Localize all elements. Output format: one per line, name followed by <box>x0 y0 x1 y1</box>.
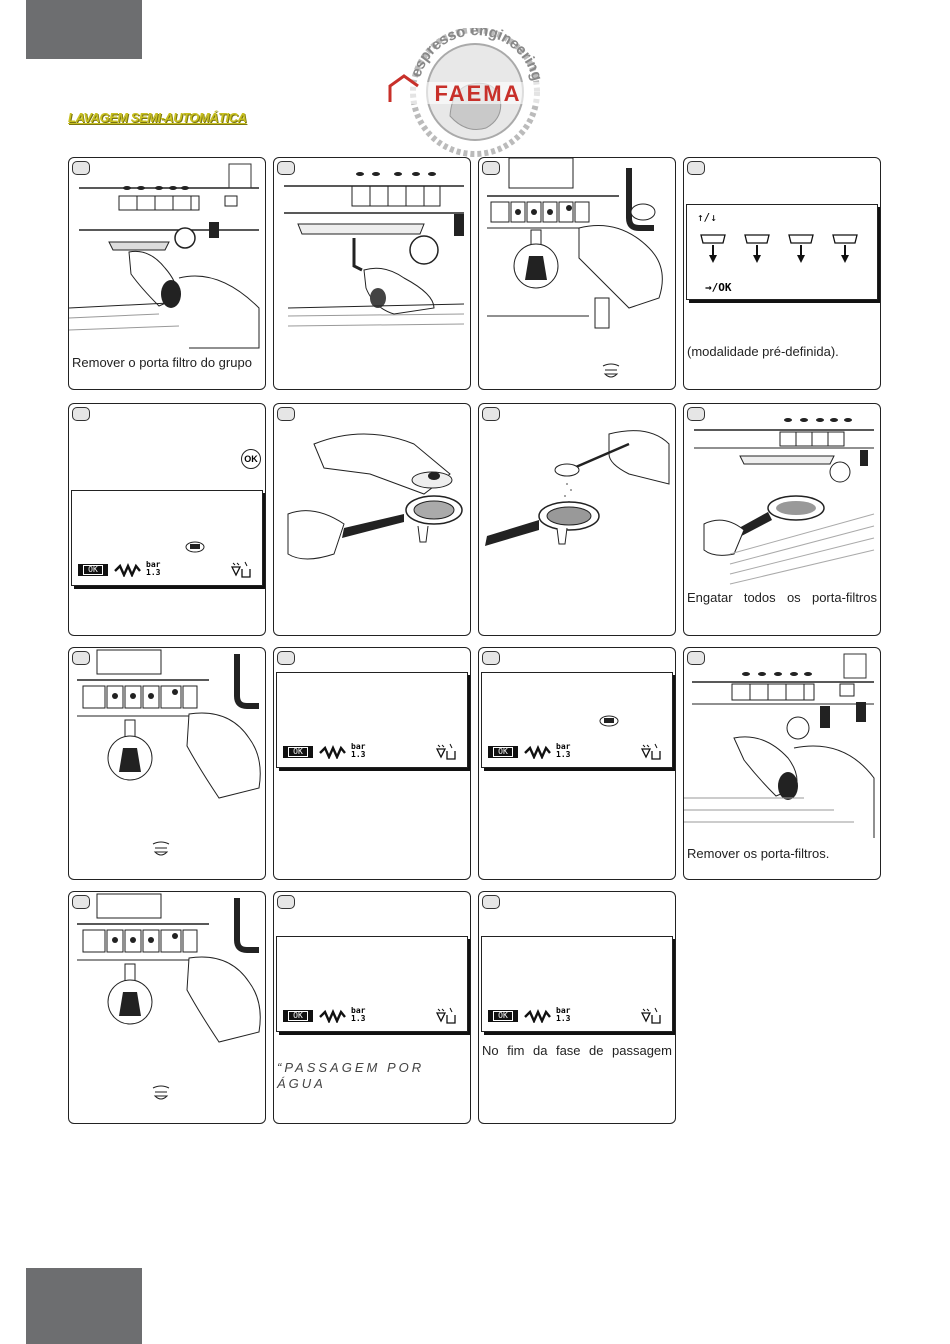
step-number-badge <box>277 651 295 665</box>
corner-block-bottom <box>26 1268 142 1344</box>
faema-logo: FAEMA espresso engineering <box>382 28 568 160</box>
cleaning-cup-icon <box>184 541 206 553</box>
display-confirm-label: →/OK <box>705 281 732 294</box>
step-panel-7 <box>478 403 676 636</box>
ok-button-icon: OK <box>241 449 261 469</box>
machine-illustration <box>684 404 881 594</box>
step-number-badge <box>277 895 295 909</box>
machine-illustration <box>69 892 266 1122</box>
step-caption: Remover os porta-filtros. <box>687 846 877 862</box>
section-heading: LAVAGEM SEMI-AUTOMÁTICA <box>68 110 246 125</box>
detergent-spoon-illustration <box>479 404 676 604</box>
step-number-badge <box>72 407 90 421</box>
boiler-level-icon <box>640 743 662 761</box>
pressure-wave-icon <box>114 563 142 577</box>
step-panel-3 <box>478 157 676 390</box>
boiler-level-icon <box>640 1007 662 1025</box>
display-ok-key: OK <box>283 746 313 758</box>
step-panel-12: Remover os porta-filtros. <box>683 647 881 880</box>
step-caption: “PASSAGEM POR ÁGUA <box>277 1060 467 1092</box>
step-panel-8: Engatar todos os porta-filtros <box>683 403 881 636</box>
boiler-level-icon <box>435 1007 457 1025</box>
group-selection-icons <box>695 229 865 273</box>
display-ok-key: OK <box>78 564 108 576</box>
corner-block-top <box>26 0 142 59</box>
cleaning-cup-icon <box>598 715 620 727</box>
logo-brand: FAEMA <box>435 81 522 106</box>
pressure-wave-icon <box>524 1009 552 1023</box>
display-ok-key: OK <box>283 1010 313 1022</box>
step-caption: Remover o porta filtro do grupo <box>72 355 262 371</box>
pressure-wave-icon <box>319 745 347 759</box>
step-caption: Engatar todos os porta-filtros <box>687 590 877 606</box>
machine-illustration <box>69 158 266 358</box>
step-number-badge <box>482 651 500 665</box>
machine-illustration <box>479 158 676 388</box>
step-panel-9 <box>68 647 266 880</box>
machine-illustration <box>69 648 266 878</box>
boiler-level-icon <box>230 561 252 579</box>
step-panel-1: Remover o porta filtro do grupo <box>68 157 266 390</box>
step-caption: (modalidade pré-definida). <box>687 344 877 360</box>
machine-illustration <box>684 648 881 838</box>
filter-holder-illustration <box>274 404 471 604</box>
display-ok-key: OK <box>488 1010 518 1022</box>
step-number-badge <box>687 161 705 175</box>
pressure-wave-icon <box>319 1009 347 1023</box>
boiler-level-icon <box>435 743 457 761</box>
step-panel-4: ↑/↓ →/OK (modalidade pré-definida). <box>683 157 881 390</box>
step-panel-2 <box>273 157 471 390</box>
control-display-screen: ↑/↓ →/OK <box>686 204 878 300</box>
machine-illustration <box>274 158 471 358</box>
step-caption: No fim da fase de passagem <box>482 1043 672 1059</box>
step-number-badge <box>482 895 500 909</box>
display-ok-key: OK <box>488 746 518 758</box>
step-panel-13 <box>68 891 266 1124</box>
step-panel-6 <box>273 403 471 636</box>
display-arrow-label: ↑/↓ <box>697 211 717 224</box>
pressure-wave-icon <box>524 745 552 759</box>
